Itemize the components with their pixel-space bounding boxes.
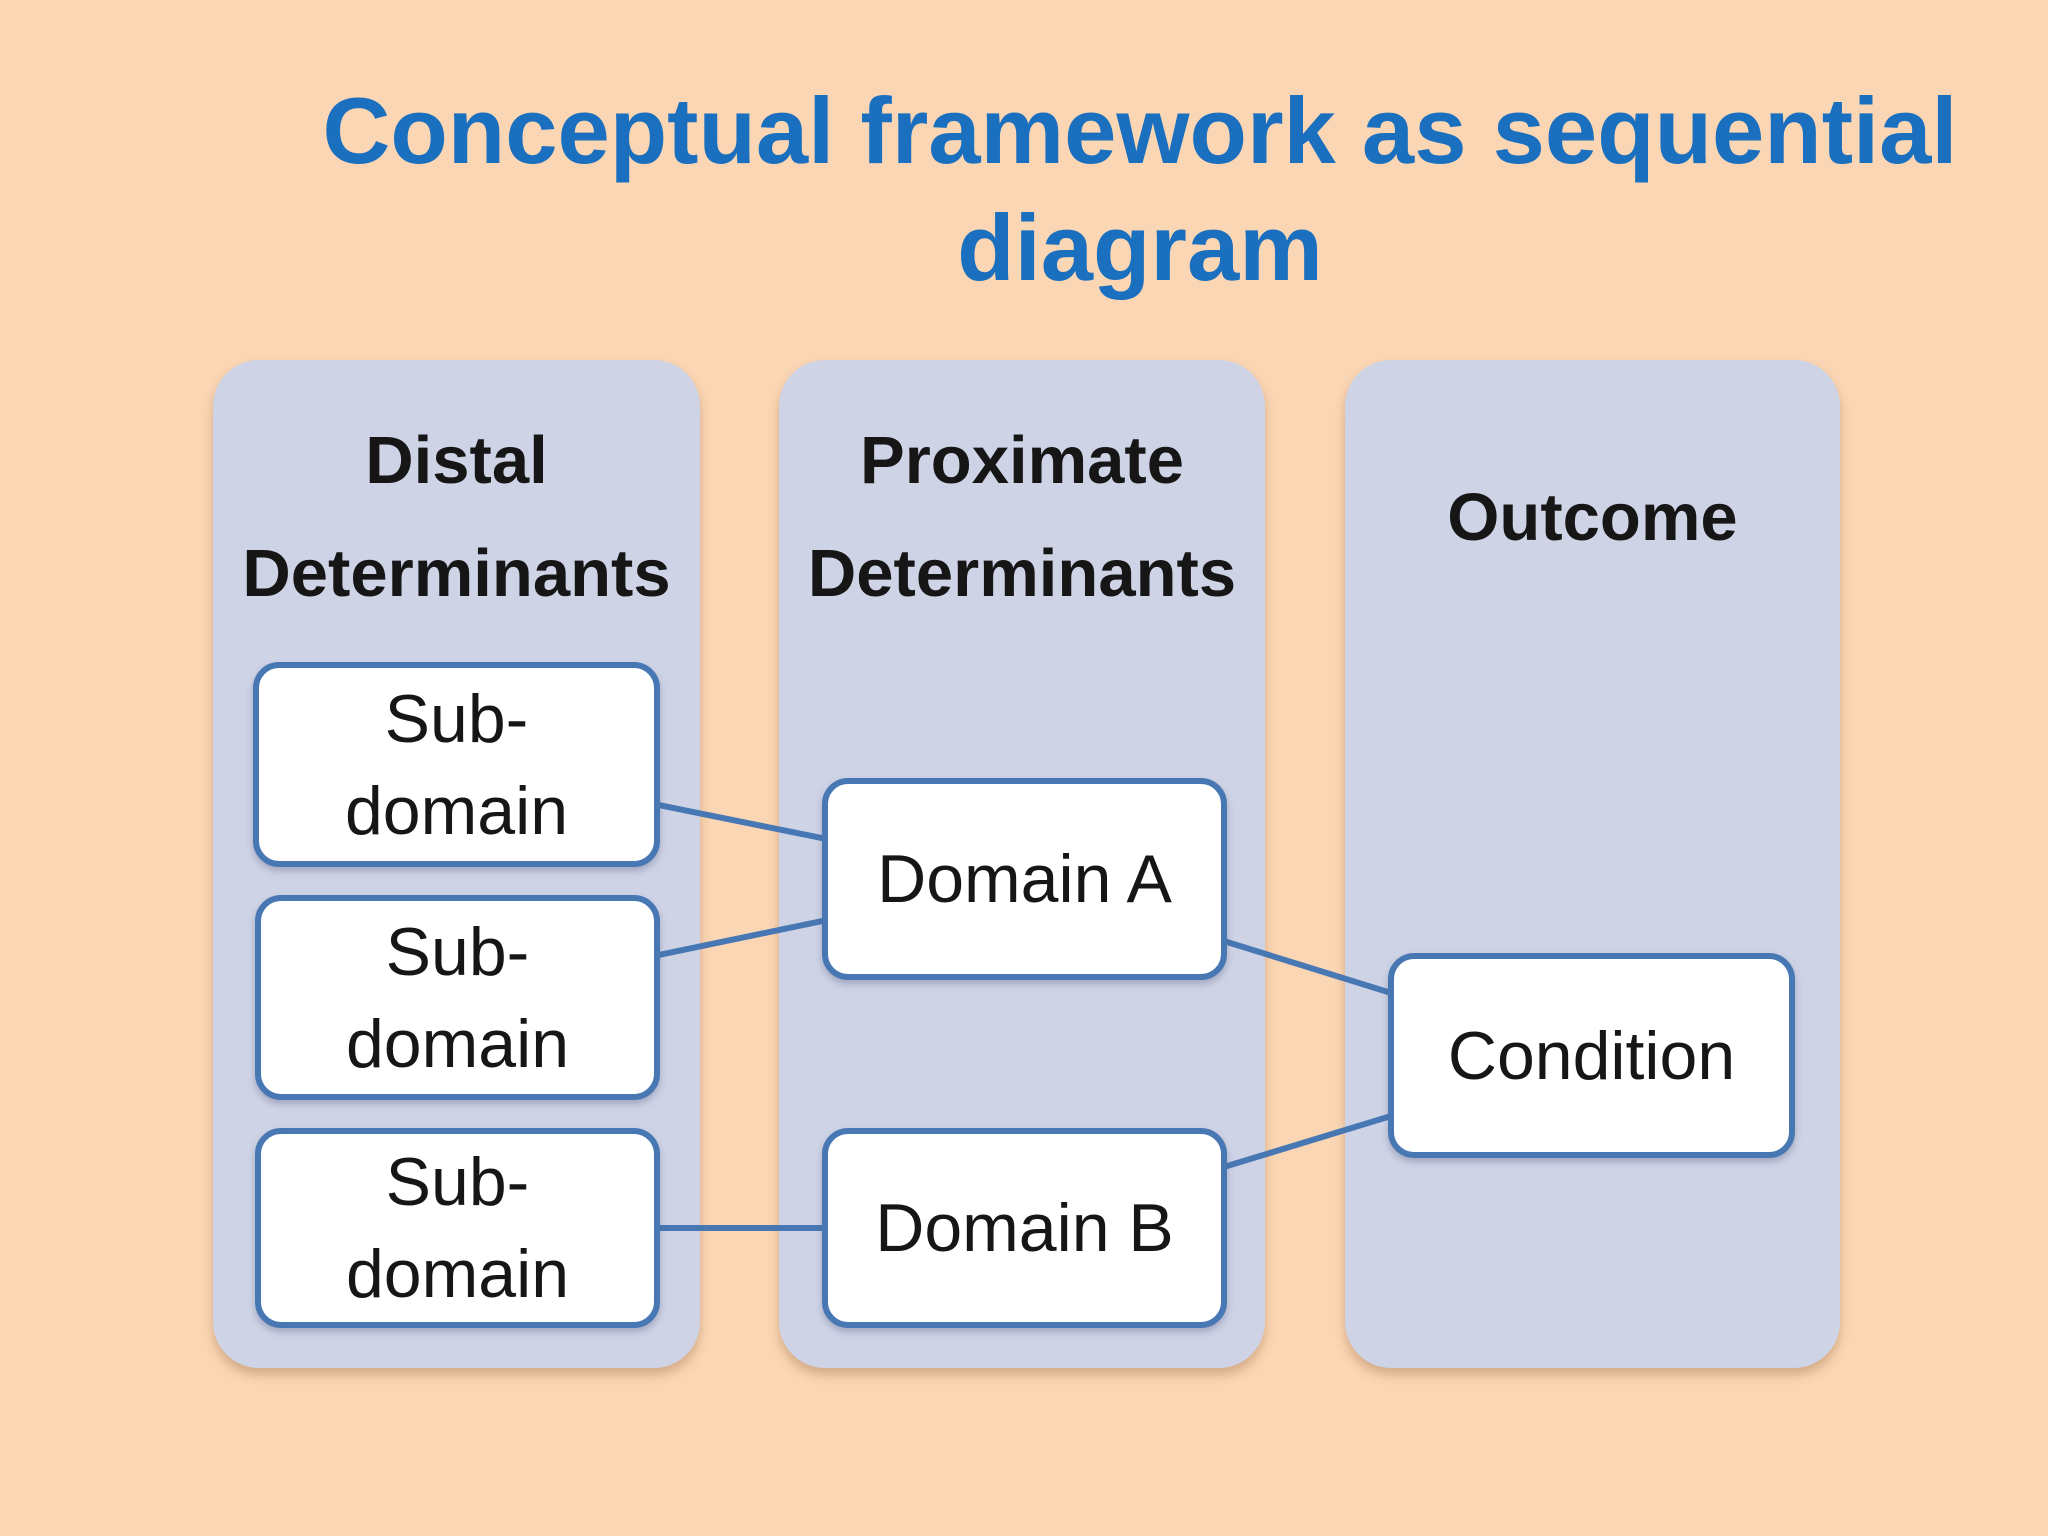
- panel-distal-header: Distal Determinants: [213, 402, 700, 632]
- panel-outcome-header: Outcome: [1345, 402, 1840, 632]
- node-condition-label: Condition: [1447, 1017, 1736, 1094]
- node-sub-domain-2-label-line-2: domain: [345, 1005, 570, 1082]
- slide-title-line-1: Conceptual framework as sequential: [322, 78, 1958, 183]
- node-sub-domain-3-label-line-2: domain: [345, 1236, 570, 1312]
- slide-title-line-2: diagram: [957, 195, 1323, 300]
- node-sub-domain-2: Sub- domain: [255, 895, 660, 1100]
- node-domain-b-label: Domain B: [875, 1190, 1174, 1266]
- panel-proximate-header: Proximate Determinants: [779, 402, 1265, 632]
- node-domain-b: Domain B: [822, 1128, 1227, 1328]
- slide-title: Conceptual framework as sequential diagr…: [240, 72, 2040, 306]
- node-sub-domain-3: Sub- domain: [255, 1128, 660, 1328]
- node-condition: Condition: [1388, 953, 1795, 1158]
- panel-outcome-header-line-1: Outcome: [1447, 479, 1738, 555]
- node-domain-a: Domain A: [822, 778, 1227, 980]
- node-sub-domain-1: Sub- domain: [253, 662, 660, 867]
- panel-outcome: Outcome: [1345, 360, 1840, 1368]
- node-sub-domain-3-label-line-1: Sub-: [385, 1144, 530, 1220]
- node-sub-domain-1-label-line-2: domain: [344, 772, 569, 849]
- panel-distal-header-line-2: Determinants: [242, 536, 671, 611]
- panel-distal-header-line-1: Distal: [365, 423, 548, 498]
- node-domain-a-label: Domain A: [877, 841, 1172, 917]
- node-sub-domain-1-label-line-1: Sub-: [384, 680, 529, 757]
- node-sub-domain-2-label-line-1: Sub-: [385, 913, 530, 990]
- panel-proximate-header-line-1: Proximate: [860, 423, 1184, 498]
- panel-proximate-header-line-2: Determinants: [807, 536, 1237, 611]
